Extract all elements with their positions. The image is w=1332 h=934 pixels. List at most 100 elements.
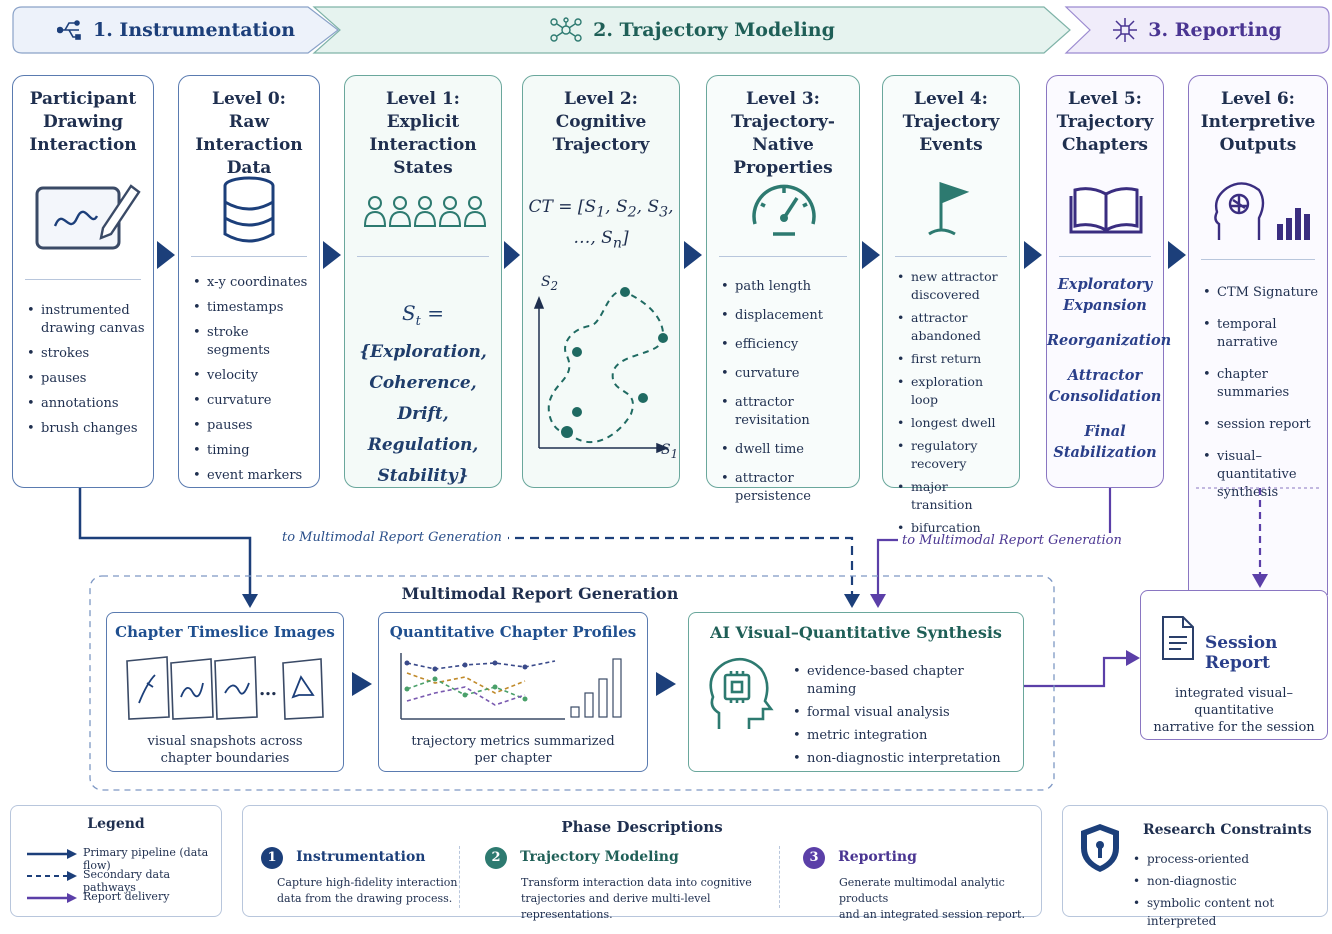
hub-icon bbox=[1113, 18, 1138, 42]
list-item: velocity bbox=[193, 367, 313, 385]
phase-descriptions-box: Phase Descriptions 1 Instrumentation Cap… bbox=[242, 805, 1042, 921]
sub-title: AI Visual–Quantitative Synthesis bbox=[710, 623, 1002, 642]
list-item: visual–quantitative synthesis bbox=[1203, 448, 1321, 502]
flow-arrow bbox=[352, 672, 372, 696]
legend-item: Secondary data pathways bbox=[83, 868, 171, 894]
trajectory-plot bbox=[533, 287, 670, 454]
sub-title: Chapter Timeslice Images bbox=[115, 623, 335, 641]
list-item: attractor abandoned bbox=[897, 309, 1013, 345]
phase-label: 2. Trajectory Modeling bbox=[593, 19, 835, 41]
list-item: evidence-based chapter naming bbox=[793, 663, 1017, 699]
axis-y-label: S2 bbox=[541, 274, 559, 293]
phase-number: 2 bbox=[485, 847, 507, 869]
level6-list: CTM Signature temporal narrative chapter… bbox=[1203, 284, 1321, 516]
tablet-pen-icon bbox=[35, 184, 141, 250]
phase-label: 3. Reporting bbox=[1148, 19, 1282, 41]
list-item: pauses bbox=[193, 417, 313, 435]
flag-icon bbox=[928, 181, 970, 236]
flow-arrow bbox=[157, 241, 175, 269]
list-item: non-diagnostic interpretation bbox=[793, 750, 1017, 768]
constraints-box: Research Constraints process-oriented no… bbox=[1062, 805, 1328, 928]
list-item: CTM Signature bbox=[1203, 284, 1321, 302]
usb-flow-icon bbox=[56, 20, 81, 40]
document-icon bbox=[1162, 616, 1194, 660]
list-item: attractor revisitation bbox=[721, 394, 853, 430]
list-item: non-diagnostic bbox=[1133, 872, 1321, 890]
phase-desc-item: 2 Trajectory Modeling Transform interact… bbox=[485, 846, 775, 923]
people-icon bbox=[363, 196, 487, 227]
line-chart-icon bbox=[400, 653, 622, 720]
list-item: brush changes bbox=[27, 420, 147, 438]
flow-arrow bbox=[1024, 241, 1042, 269]
phase-number: 3 bbox=[803, 847, 825, 869]
list-item: curvature bbox=[721, 365, 853, 383]
legend-box: Legend Primary pipeline (data flow) Seco… bbox=[10, 805, 222, 917]
phase-desc-title: Phase Descriptions bbox=[561, 818, 723, 836]
mrg-title: Multimodal Report Generation bbox=[401, 584, 679, 603]
list-item: curvature bbox=[193, 392, 313, 410]
session-report-title: Session Report bbox=[1205, 633, 1278, 673]
brain-chart-icon bbox=[1214, 182, 1310, 240]
legend-item: Primary pipeline (data flow) bbox=[83, 846, 209, 872]
list-item: event markers bbox=[193, 467, 313, 485]
legend-title: Legend bbox=[87, 816, 145, 832]
list-item: longest dwell bbox=[897, 414, 1013, 432]
list-item: process-oriented bbox=[1133, 850, 1321, 868]
timeslice-frames-icon bbox=[126, 656, 324, 720]
phase-trajectory-modeling: 2. Trajectory Modeling bbox=[312, 6, 1072, 54]
list-item: bifurcation bbox=[897, 519, 1013, 537]
list-item: dwell time bbox=[721, 441, 853, 459]
ai-head-icon bbox=[709, 657, 774, 729]
flow-arrow bbox=[684, 241, 702, 269]
book-icon bbox=[1069, 187, 1143, 234]
level4-list: new attractor discovered attractor aband… bbox=[897, 268, 1013, 542]
legend-item: Report delivery bbox=[83, 890, 170, 903]
flow-arrow bbox=[862, 241, 880, 269]
flow-arrow bbox=[1168, 241, 1186, 269]
list-item: path length bbox=[721, 278, 853, 296]
constraints-title: Research Constraints bbox=[1143, 822, 1312, 838]
list-item: displacement bbox=[721, 307, 853, 325]
participant-list: instrumented drawing canvas strokes paus… bbox=[27, 302, 147, 445]
list-item: major transition bbox=[897, 478, 1013, 514]
level0-list: x-y coordinates timestamps stroke segmen… bbox=[193, 274, 313, 492]
database-icon bbox=[223, 176, 275, 243]
list-item: timestamps bbox=[193, 299, 313, 317]
flow-arrow bbox=[504, 241, 520, 269]
session-report-box: Session Report integrated visual–quantit… bbox=[1140, 590, 1328, 740]
list-item: new attractor discovered bbox=[897, 268, 1013, 304]
list-item: formal visual analysis bbox=[793, 704, 1017, 722]
sub-title: Quantitative Chapter Profiles bbox=[389, 623, 637, 641]
list-item: strokes bbox=[27, 345, 147, 363]
chapter-item: Reorganization bbox=[1047, 332, 1172, 349]
trajectory-formula: CT = [S1, S2, S3, …, Sn] bbox=[528, 197, 674, 252]
list-item: efficiency bbox=[721, 336, 853, 354]
network-icon bbox=[550, 17, 582, 42]
timeslice-box: Chapter Timeslice Images … visual snapsh… bbox=[106, 612, 344, 772]
shield-icon bbox=[1081, 824, 1119, 872]
profiles-box: Quantitative Chapter Profiles trajectory… bbox=[378, 612, 648, 772]
gauge-icon bbox=[752, 184, 816, 236]
phase-desc-item: 1 Instrumentation Capture high-fidelity … bbox=[261, 846, 471, 907]
list-item: attractor persistence bbox=[721, 470, 853, 506]
state-formula: St = {Exploration, Coherence, Drift, Reg… bbox=[359, 301, 487, 486]
list-item: regulatory recovery bbox=[897, 437, 1013, 473]
list-item: chapter summaries bbox=[1203, 366, 1321, 402]
